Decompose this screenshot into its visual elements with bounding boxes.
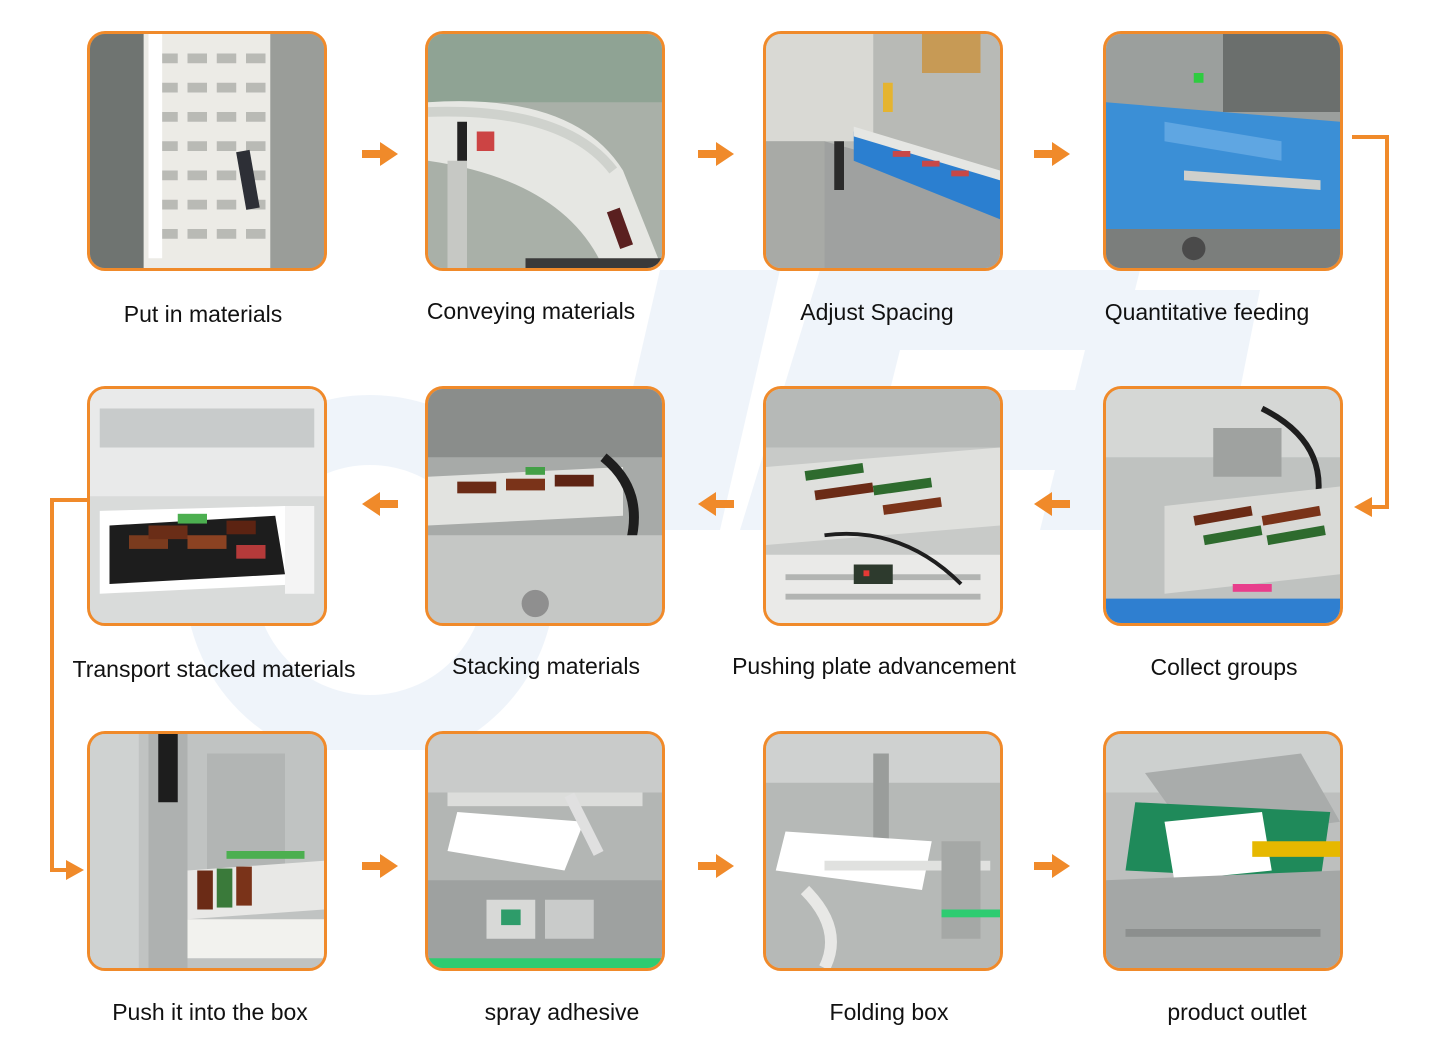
step-product-outlet-photo xyxy=(1103,731,1343,971)
blue-belt-feeder-icon xyxy=(1106,34,1340,268)
step-label: product outlet xyxy=(1167,999,1307,1025)
conveyor-chain-icon xyxy=(90,34,324,268)
spacing-guide-icon xyxy=(766,34,1000,268)
arrow-right-icon xyxy=(1034,142,1070,166)
step-label: Quantitative feeding xyxy=(1104,299,1310,325)
stack-tray-icon xyxy=(90,389,324,623)
arrow-right-icon xyxy=(1034,854,1070,878)
step-push-it-into-the-box-photo xyxy=(87,731,327,971)
step-label: Adjust Spacing xyxy=(800,299,954,325)
connector-row1-to-row2 xyxy=(1352,135,1389,509)
step-stacking-materials-photo xyxy=(425,386,665,626)
step-label: Pushing plate advancement xyxy=(732,653,1016,679)
step-label: spray adhesive xyxy=(484,999,640,1025)
step-spray-adhesive-photo xyxy=(425,731,665,971)
arrow-left-icon xyxy=(362,492,398,516)
step-label: Put in materials xyxy=(123,301,283,327)
step-collect-groups-photo xyxy=(1103,386,1343,626)
step-label: Collect groups xyxy=(1150,654,1298,680)
step-label: Folding box xyxy=(829,999,949,1025)
step-label: Push it into the box xyxy=(112,999,308,1025)
arrow-left-icon xyxy=(1034,492,1070,516)
step-put-in-materials-photo xyxy=(87,31,327,271)
product-outlet-icon xyxy=(1106,734,1340,968)
curved-conveyor-icon xyxy=(428,34,662,268)
step-adjust-spacing-photo xyxy=(763,31,1003,271)
step-quantitative-feeding-photo xyxy=(1103,31,1343,271)
arrow-right-icon xyxy=(698,142,734,166)
box-folder-icon xyxy=(766,734,1000,968)
step-folding-box-photo xyxy=(763,731,1003,971)
step-label: Transport stacked materials xyxy=(72,656,356,682)
connector-row2-to-row3 xyxy=(50,498,88,872)
connector-arrowhead-right-side xyxy=(1354,497,1372,517)
glue-sprayer-icon xyxy=(428,734,662,968)
arrow-left-icon xyxy=(698,492,734,516)
step-pushing-plate-advancement-photo xyxy=(763,386,1003,626)
box-pusher-icon xyxy=(90,734,324,968)
step-label: Stacking materials xyxy=(452,653,640,679)
grouping-station-icon xyxy=(1106,389,1340,623)
arrow-right-icon xyxy=(362,142,398,166)
stacking-unit-icon xyxy=(428,389,662,623)
arrow-right-icon xyxy=(362,854,398,878)
arrow-right-icon xyxy=(698,854,734,878)
connector-arrowhead-left-side xyxy=(66,860,84,880)
step-conveying-materials-photo xyxy=(425,31,665,271)
step-transport-stacked-materials-photo xyxy=(87,386,327,626)
step-label: Conveying materials xyxy=(426,298,636,324)
pushing-plate-icon xyxy=(766,389,1000,623)
